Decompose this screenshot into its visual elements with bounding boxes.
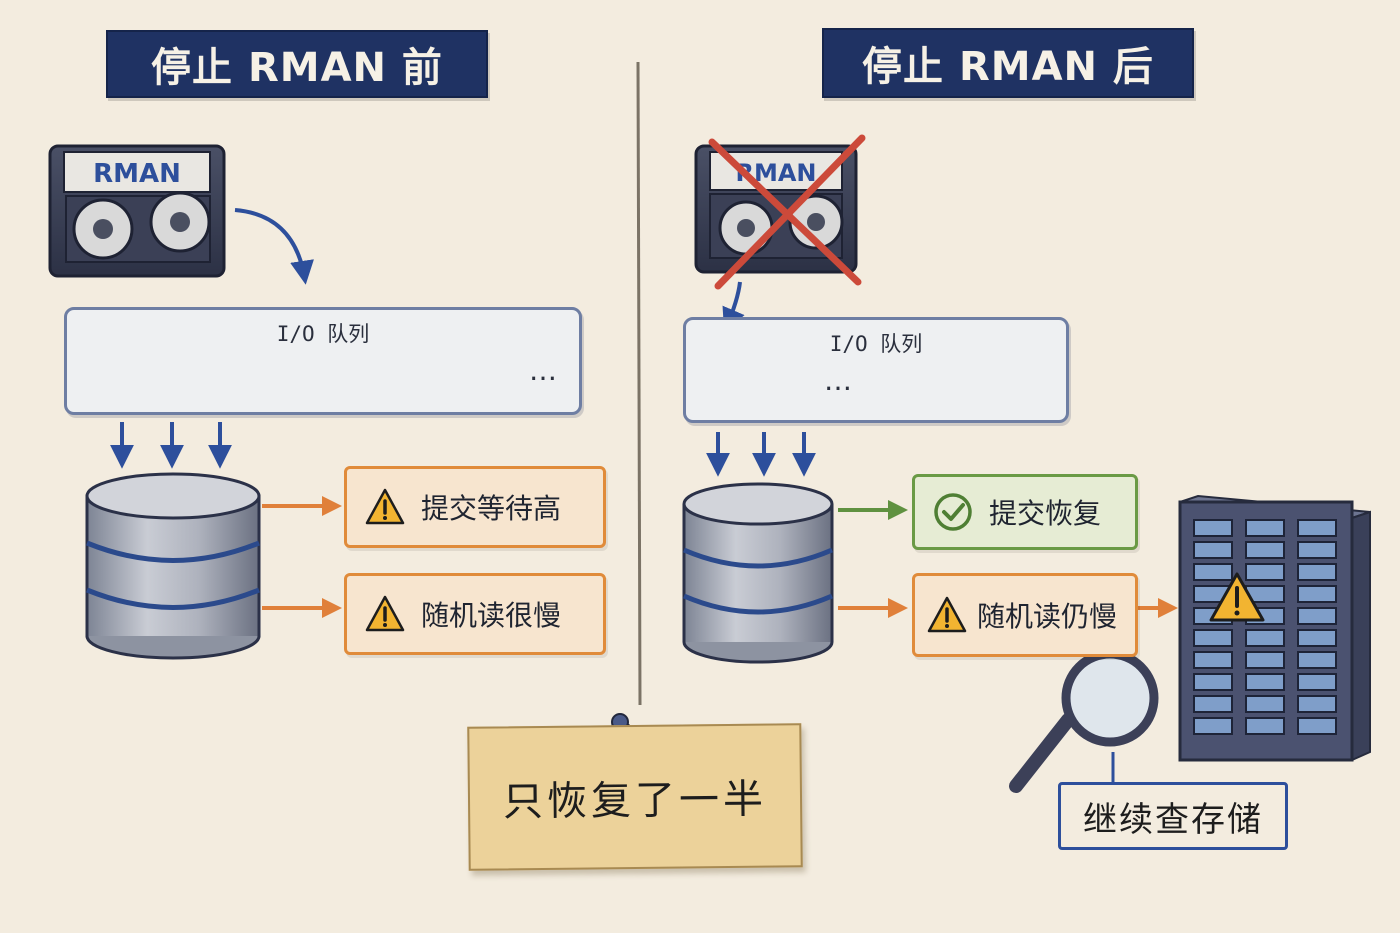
storage-slot — [1297, 673, 1337, 691]
alert-commit-wait-high: 提交等待高 — [344, 466, 606, 548]
cross-icon — [708, 134, 866, 290]
storage-slot — [1193, 717, 1233, 735]
storage-slot — [1193, 563, 1233, 581]
storage-slot — [1193, 673, 1233, 691]
storage-slot — [1193, 651, 1233, 669]
storage-slot — [1193, 519, 1233, 537]
storage-slot — [1297, 717, 1337, 735]
io-queue-after: I/O 队列 … — [683, 317, 1069, 423]
storage-slot — [1245, 695, 1285, 713]
storage-slot — [1297, 585, 1337, 603]
storage-slot — [1297, 695, 1337, 713]
storage-check-label: 继续查存储 — [1058, 782, 1288, 850]
storage-slot — [1193, 541, 1233, 559]
storage-slot — [1245, 673, 1285, 691]
title-before: 停止 RMAN 前 — [106, 30, 488, 98]
alert-text: 随机读仍慢 — [977, 600, 1118, 633]
storage-slot — [1297, 607, 1337, 625]
alert-random-read-still-slow: 随机读仍慢 — [912, 573, 1138, 657]
warning-icon — [365, 595, 405, 632]
storage-slot — [1297, 563, 1337, 581]
storage-slot — [1297, 651, 1337, 669]
alert-text: 随机读很慢 — [421, 599, 562, 632]
io-queue-label: I/O 队列 — [276, 322, 370, 346]
rman-label: RMAN — [93, 159, 181, 189]
alert-commit-recovered: 提交恢复 — [912, 474, 1138, 550]
rman-to-queue-arrow — [234, 208, 314, 285]
storage-slot — [1245, 563, 1285, 581]
queue-ellipsis: … — [824, 364, 852, 397]
storage-slot — [1193, 629, 1233, 647]
sticky-note: 只恢复了一半 — [467, 723, 803, 871]
database-icon — [85, 472, 261, 660]
alert-text: 提交恢复 — [989, 497, 1102, 530]
storage-slot — [1245, 651, 1285, 669]
storage-slot — [1245, 519, 1285, 537]
alert-random-read-slow: 随机读很慢 — [344, 573, 606, 655]
warning-icon — [365, 488, 405, 525]
storage-slot — [1245, 717, 1285, 735]
center-divider — [636, 61, 642, 706]
io-queue-before: I/O 队列 … — [64, 307, 582, 415]
storage-slot — [1297, 519, 1337, 537]
alert-text: 提交等待高 — [421, 492, 562, 525]
check-icon — [934, 493, 972, 531]
storage-slot — [1297, 541, 1337, 559]
io-queue-label: I/O 队列 — [829, 332, 923, 356]
storage-slot — [1245, 629, 1285, 647]
queue-ellipsis: … — [529, 354, 557, 387]
storage-slot — [1245, 541, 1285, 559]
database-icon — [682, 482, 834, 664]
tape-drive-icon: RMAN — [48, 144, 226, 278]
queue-to-db-arrows-left — [110, 422, 232, 469]
warning-icon — [927, 596, 967, 633]
storage-slot — [1297, 629, 1337, 647]
storage-array-icon — [1178, 494, 1371, 762]
title-after: 停止 RMAN 后 — [822, 28, 1194, 98]
magnifier-icon — [1009, 649, 1159, 793]
storage-slot — [1193, 695, 1233, 713]
queue-to-db-arrows-right — [706, 432, 816, 477]
